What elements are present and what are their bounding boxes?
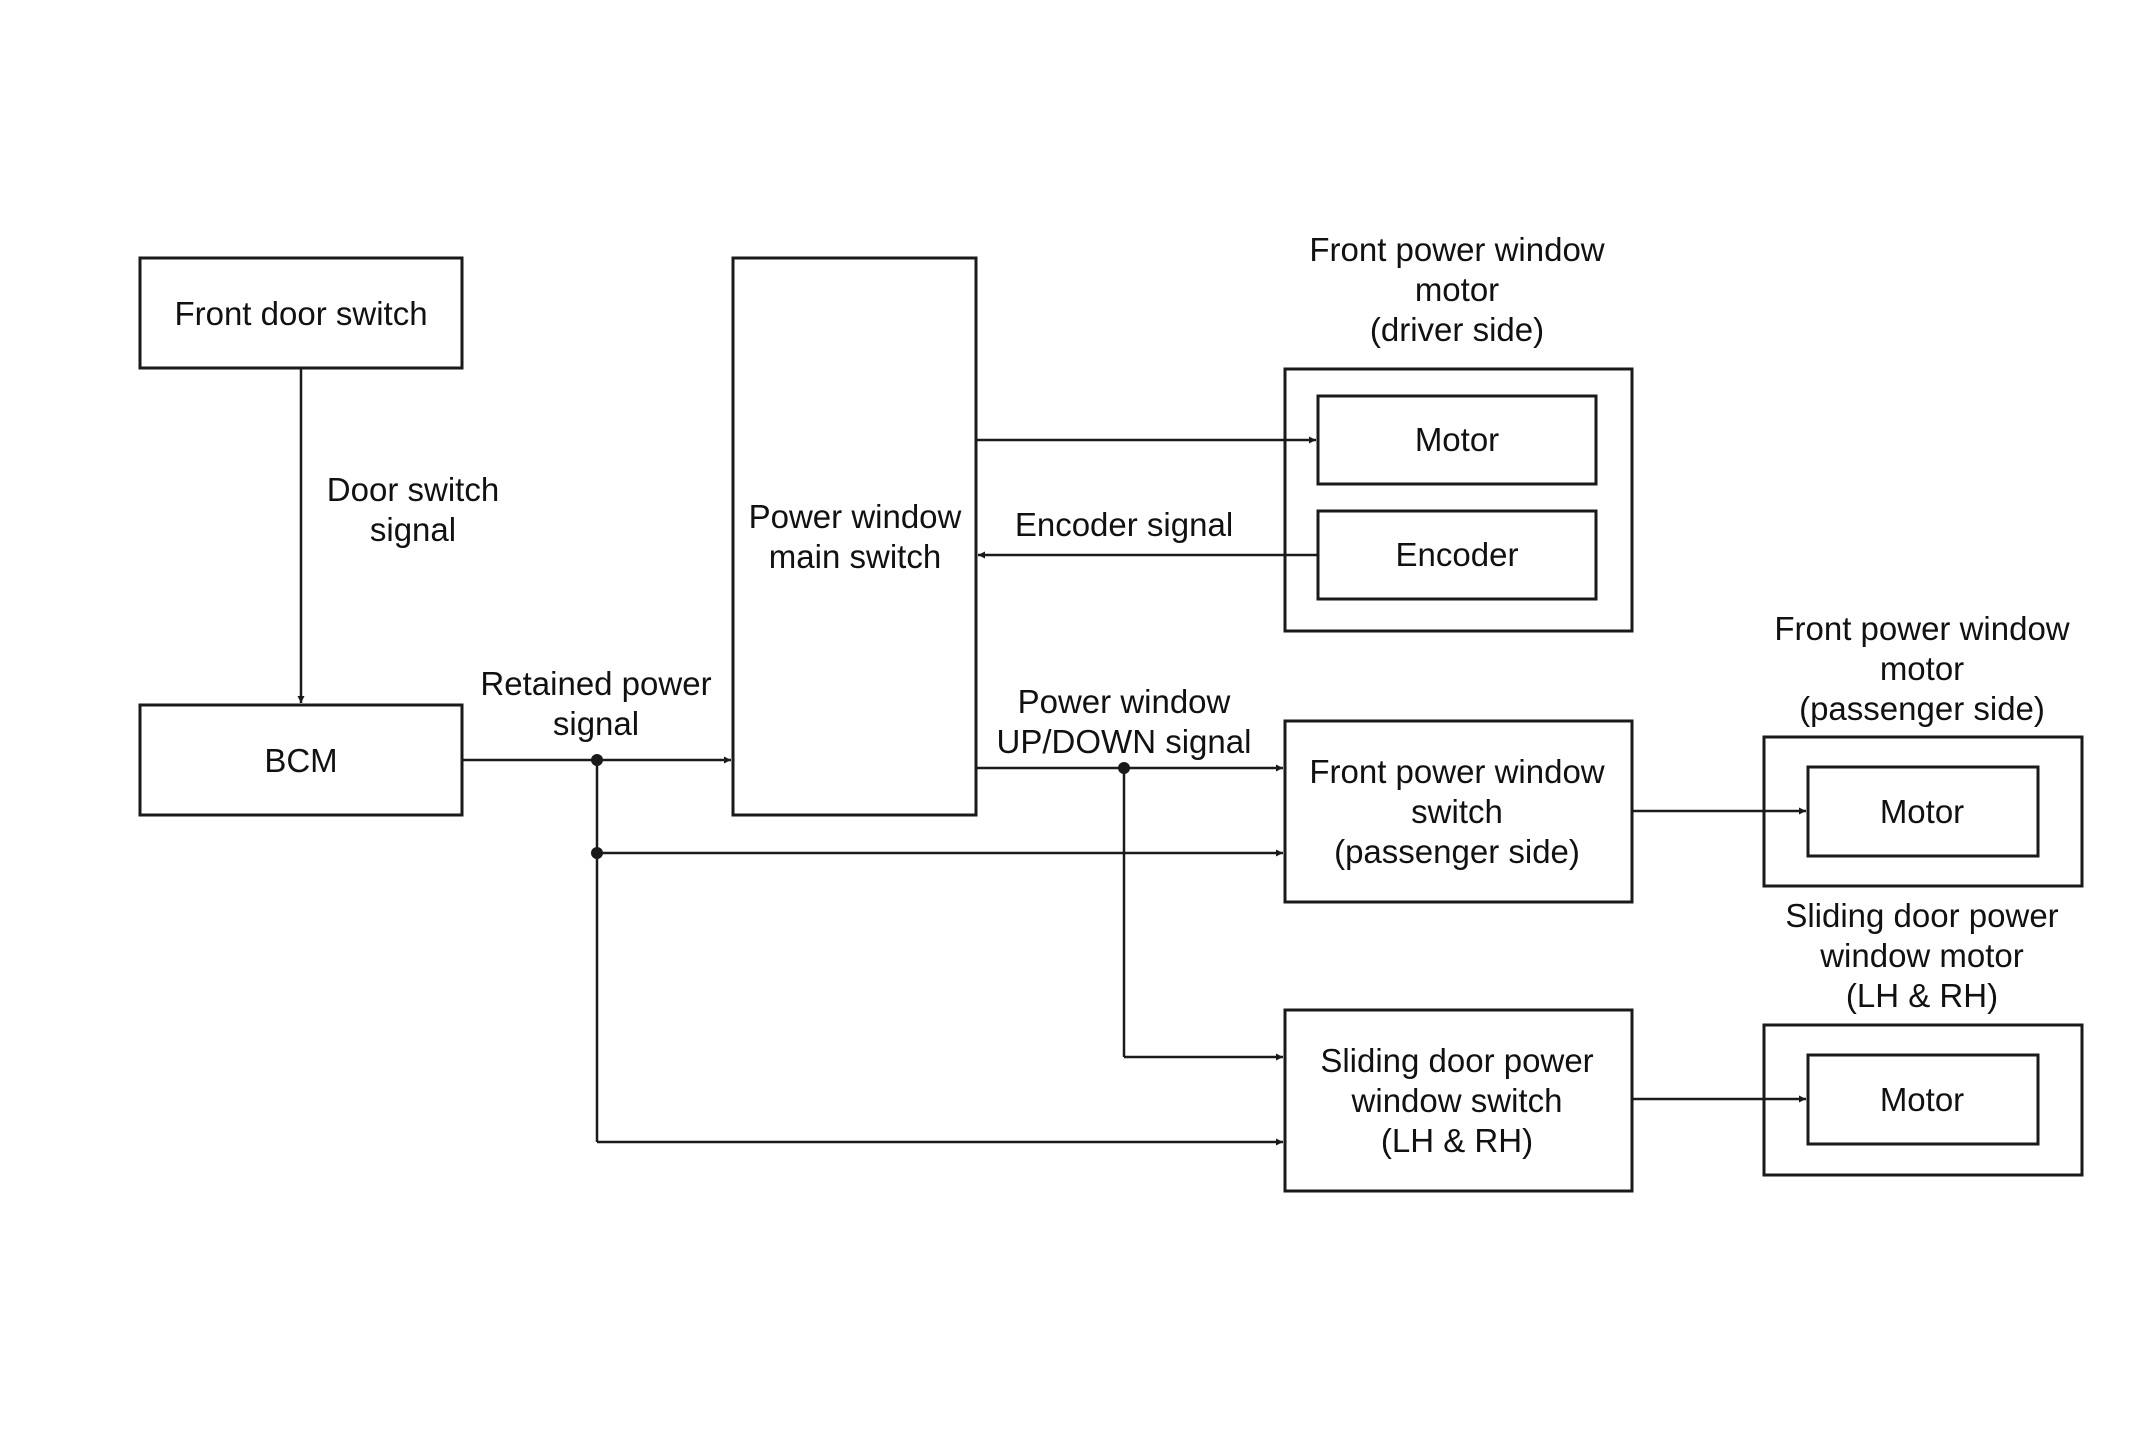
driver-motor-box [1316, 394, 1598, 486]
main-switch-box [731, 256, 978, 817]
main-switch-label-line1: Power window [749, 498, 962, 535]
encoder-signal-label: Encoder signal [1015, 506, 1233, 543]
front-door-switch-box [138, 256, 464, 370]
passenger-motor-group-title-line3: (passenger side) [1799, 690, 2045, 727]
passenger-switch-box [1283, 719, 1634, 904]
passenger-switch-label-line3: (passenger side) [1334, 833, 1580, 870]
passenger-motor-group-title-line1: Front power window [1774, 610, 2069, 647]
up-down-signal-junction [1118, 762, 1130, 774]
sliding-motor-group-title-line3: (LH & RH) [1846, 977, 1998, 1014]
sliding-switch-label-line3: (LH & RH) [1381, 1122, 1533, 1159]
sliding-motor-box [1806, 1053, 2040, 1146]
sliding-motor-group-title-line2: window motor [1819, 937, 2024, 974]
retained-power-junction-top [591, 754, 603, 766]
driver-encoder-box [1316, 509, 1598, 601]
retained-power-junction-mid [591, 847, 603, 859]
up-down-signal-label-line2: UP/DOWN signal [997, 723, 1252, 760]
retained-power-label-line1: Retained power [480, 665, 711, 702]
passenger-motor-label: Motor [1880, 793, 1964, 830]
up-down-signal-label-line1: Power window [1018, 683, 1231, 720]
driver-motor-label: Motor [1415, 421, 1499, 458]
driver-motor-group-title-line3: (driver side) [1370, 311, 1544, 348]
sliding-motor-group-title-line1: Sliding door power [1785, 897, 2058, 934]
bcm-label: BCM [264, 742, 337, 779]
sliding-switch-label-line2: window switch [1351, 1082, 1563, 1119]
retained-power-label-line2: signal [553, 705, 639, 742]
passenger-motor-box [1806, 765, 2040, 858]
door-switch-signal-label-line1: Door switch [327, 471, 499, 508]
bcm-box [138, 703, 464, 817]
main-switch-label-line2: main switch [769, 538, 941, 575]
driver-motor-group-title-line1: Front power window [1309, 231, 1604, 268]
sliding-motor-label: Motor [1880, 1081, 1964, 1118]
door-switch-signal-label-line2: signal [370, 511, 456, 548]
front-door-switch-label: Front door switch [174, 295, 427, 332]
driver-encoder-label: Encoder [1396, 536, 1519, 573]
sliding-switch-box [1283, 1008, 1634, 1193]
passenger-switch-label-line2: switch [1411, 793, 1503, 830]
sliding-switch-label-line1: Sliding door power [1320, 1042, 1593, 1079]
driver-motor-group-title-line2: motor [1415, 271, 1499, 308]
passenger-motor-group-title-line2: motor [1880, 650, 1964, 687]
passenger-switch-label-line1: Front power window [1309, 753, 1604, 790]
